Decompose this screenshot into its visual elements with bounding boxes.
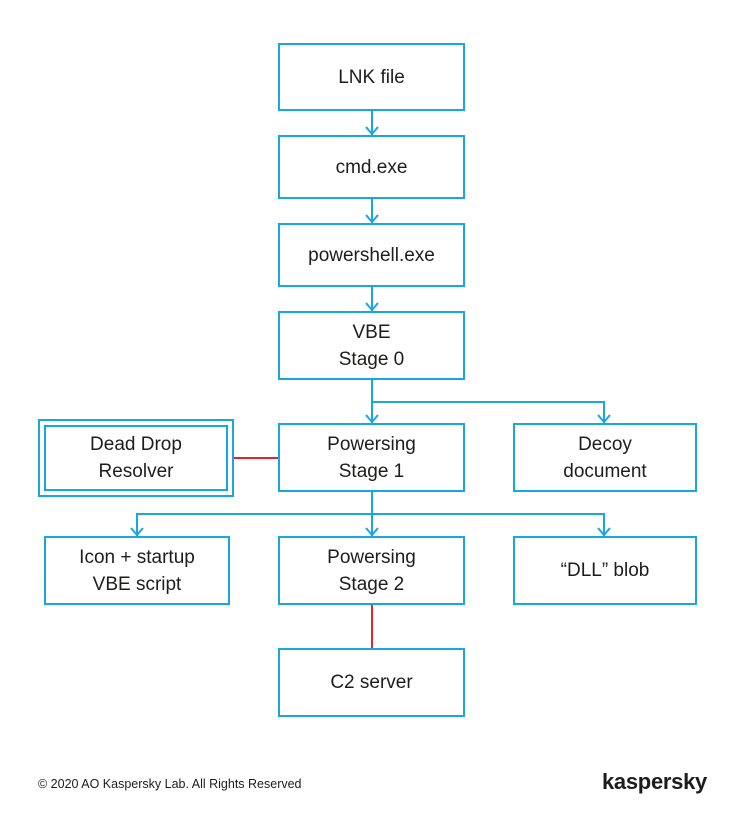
arrowhead-vbe (365, 302, 379, 312)
node-ddr-line1: Dead Drop (90, 434, 182, 455)
node-decoy-document: Decoy document (513, 423, 697, 492)
node-vbe-line1: VBE (352, 321, 391, 343)
node-dead-drop-resolver: Dead Drop Resolver (44, 425, 228, 491)
kaspersky-logo: kaspersky (602, 769, 707, 794)
node-icon-line1: Icon + startup (79, 546, 195, 568)
node-decoy-line2: document (563, 460, 647, 482)
node-vbe-stage0: VBE Stage 0 (278, 311, 465, 380)
node-vbe-line2: Stage 0 (338, 348, 405, 370)
node-ddr-line2: Resolver (98, 461, 174, 482)
node-icon-startup: Icon + startup VBE script (44, 536, 230, 605)
node-powershell-label: powershell.exe (308, 244, 435, 266)
node-stage1-line2: Stage 1 (338, 460, 405, 482)
arrow-vbe-to-decoy (372, 401, 605, 423)
arrowhead-stage2 (365, 527, 379, 537)
arrowhead-decoy (597, 414, 611, 424)
node-dead-drop-resolver-frame (38, 419, 234, 497)
arrowhead-icon (130, 527, 144, 537)
node-dll-label: “DLL” blob (560, 560, 650, 581)
node-dll-blob: “DLL” blob (513, 536, 697, 605)
arrowhead-dll (597, 527, 611, 537)
branch-bar (136, 513, 605, 536)
copyright-text: © 2020 AO Kaspersky Lab. All Rights Rese… (38, 777, 302, 791)
node-icon-line2: VBE script (92, 573, 182, 595)
node-c2-server: C2 server (278, 648, 465, 717)
arrowhead-powershell (365, 214, 379, 224)
node-stage2-line2: Stage 2 (338, 573, 405, 595)
arrowhead-stage1 (365, 414, 379, 424)
node-lnk-file: LNK file (278, 43, 465, 111)
node-cmd-label: cmd.exe (335, 156, 408, 178)
node-lnk-file-label: LNK file (338, 66, 405, 88)
arrowhead-cmd (365, 126, 379, 136)
node-powersing-stage2: Powersing Stage 2 (278, 536, 465, 605)
node-c2-label: C2 server (330, 672, 413, 693)
node-powershell: powershell.exe (278, 223, 465, 287)
node-powersing-stage1: Powersing Stage 1 (278, 423, 465, 492)
node-cmd: cmd.exe (278, 135, 465, 199)
node-stage1-line1: Powersing (327, 433, 416, 455)
node-stage2-line1: Powersing (327, 546, 416, 568)
node-decoy-line1: Decoy (578, 433, 632, 455)
